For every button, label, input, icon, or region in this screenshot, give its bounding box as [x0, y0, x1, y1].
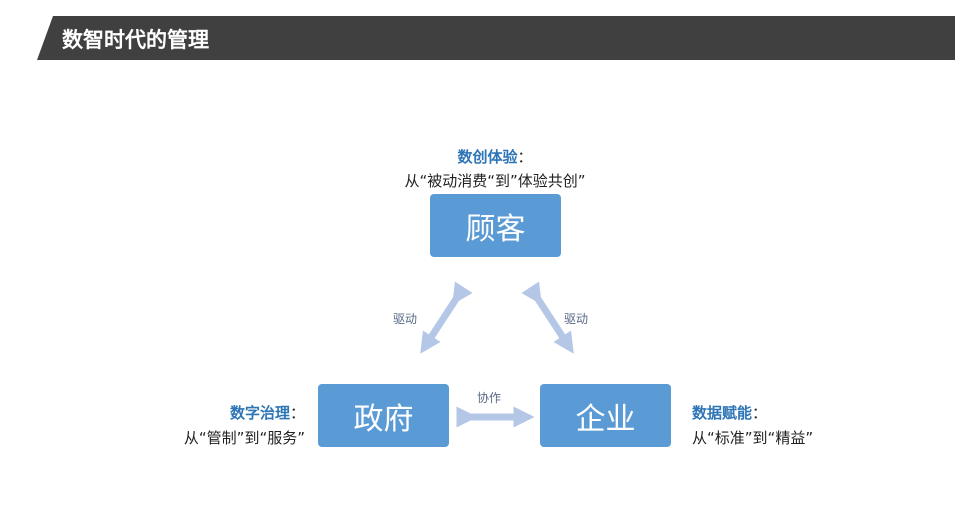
- government-caption-title: 数字治理：: [229, 404, 305, 422]
- header-bar: 数智时代的管理: [37, 16, 955, 60]
- enterprise-caption-desc: 从“标准”到“精益”: [692, 429, 814, 447]
- page-title: 数智时代的管理: [62, 28, 209, 52]
- customer-caption-title: 数创体验：: [457, 148, 533, 166]
- enterprise-node: 企业: [540, 384, 671, 447]
- drive-label-right: 驱动: [564, 312, 589, 326]
- government-node: 政府: [318, 384, 449, 447]
- collab-label: 协作: [477, 391, 502, 405]
- customer-caption-desc: 从“被动消费“到”体验共创”: [404, 172, 586, 190]
- drive-arrow-left: [420, 281, 473, 354]
- enterprise-caption-title: 数据赋能：: [692, 404, 768, 422]
- customer-node: 顾客: [430, 194, 561, 257]
- drive-arrow-right: [521, 281, 574, 354]
- drive-label-left: 驱动: [393, 312, 418, 326]
- government-caption-desc: 从“管制”到“服务”: [183, 429, 305, 447]
